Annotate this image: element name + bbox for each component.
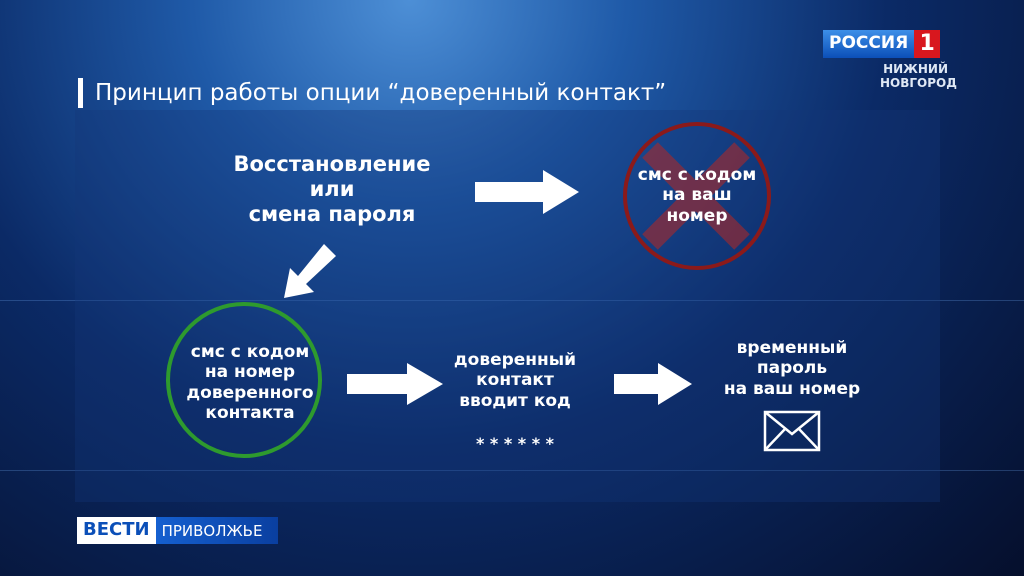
line: контакта bbox=[205, 403, 295, 424]
program-name: ВЕСТИ bbox=[77, 517, 156, 544]
cross-icon bbox=[642, 142, 750, 250]
line: контакт bbox=[476, 370, 554, 391]
trusted-sms-circle bbox=[166, 302, 322, 458]
arrow-right-icon bbox=[614, 363, 692, 405]
line: вводит код bbox=[459, 390, 571, 411]
line: НОВГОРОД bbox=[880, 76, 957, 91]
line: смс с кодом bbox=[637, 165, 757, 185]
infographic-title: Принцип работы опции “доверенный контакт… bbox=[95, 80, 667, 106]
code-mask: * * * * * * bbox=[475, 434, 555, 453]
program-logo: ВЕСТИ ПРИВОЛЖЬЕ bbox=[77, 517, 278, 544]
line: Восстановление bbox=[233, 152, 431, 176]
program-region: ПРИВОЛЖЬЕ bbox=[155, 517, 278, 544]
line: доверенного bbox=[186, 382, 314, 403]
line: смена пароля bbox=[248, 202, 416, 227]
arrow-right-icon bbox=[347, 363, 443, 405]
line: доверенный bbox=[453, 350, 577, 370]
bg-line bbox=[0, 470, 1024, 471]
channel-number: 1 bbox=[914, 30, 941, 58]
line: пароль bbox=[756, 358, 828, 379]
channel-name: РОССИЯ bbox=[823, 30, 915, 58]
arrow-right-icon bbox=[475, 170, 579, 214]
title-accent bbox=[78, 78, 83, 108]
line: временный bbox=[736, 338, 848, 358]
line: номер bbox=[666, 205, 728, 226]
line: на ваш bbox=[662, 185, 732, 206]
bg-line bbox=[0, 300, 1024, 301]
line: на ваш номер bbox=[723, 378, 861, 399]
old-method-circle bbox=[623, 122, 771, 270]
envelope-icon bbox=[763, 410, 821, 452]
line: НИЖНИЙ bbox=[883, 62, 948, 76]
arrow-down-left-icon bbox=[284, 244, 336, 298]
channel-logo: РОССИЯ 1 bbox=[823, 30, 941, 58]
line: на номер bbox=[204, 362, 296, 383]
line: смс с кодом bbox=[190, 342, 310, 362]
line: или bbox=[309, 177, 355, 202]
